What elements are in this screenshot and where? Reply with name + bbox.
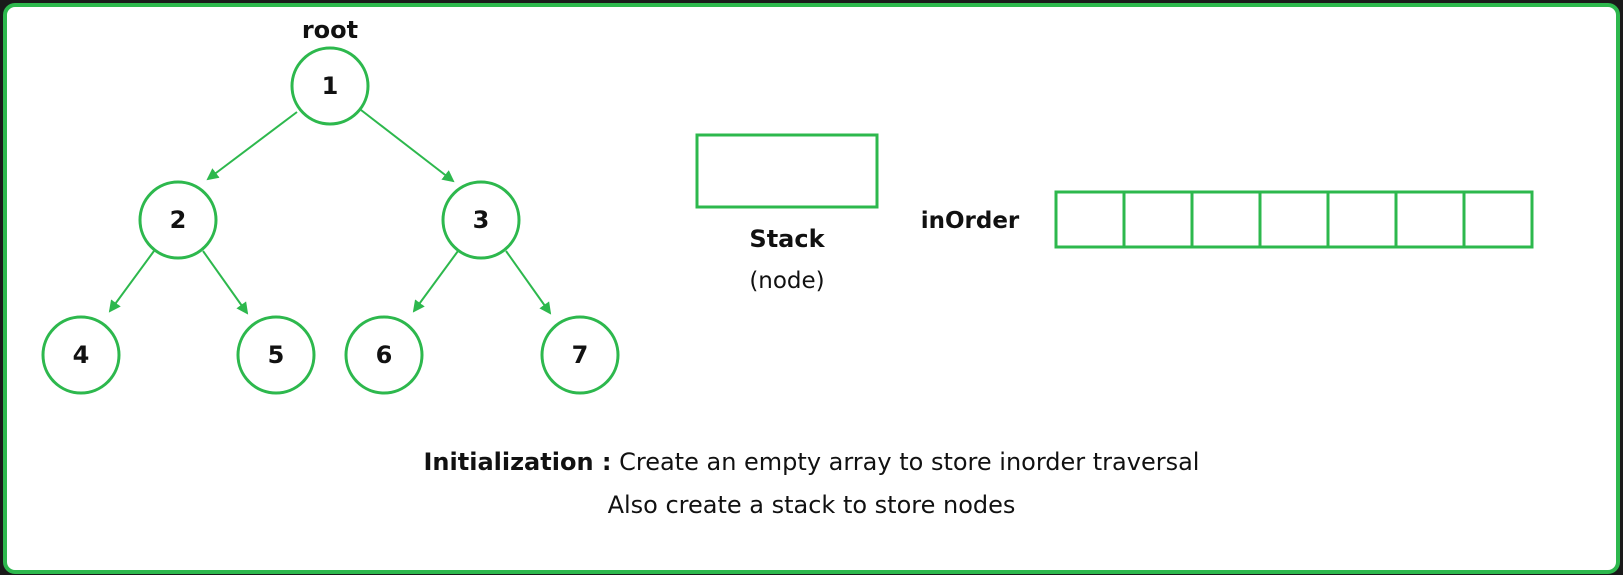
tree-node-label: 2: [170, 206, 187, 234]
inorder-label: inOrder: [921, 208, 1020, 234]
tree-node-label: 3: [473, 206, 490, 234]
diagram-frame: [3, 3, 1620, 574]
caption-text: Create an empty array to store inorder t…: [611, 448, 1200, 476]
edge-3-7: [505, 250, 552, 315]
tree-node-label: 4: [73, 341, 90, 369]
root-label: root: [302, 16, 358, 44]
inorder-cell: [1394, 190, 1466, 249]
caption-line-1: Initialization : Create an empty array t…: [0, 448, 1623, 476]
tree-node-label: 7: [572, 341, 589, 369]
tree-node-4: [41, 315, 121, 395]
inorder-cell: [1190, 190, 1262, 249]
inorder-cell: [1122, 190, 1194, 249]
inorder-cell: [1462, 190, 1534, 249]
inorder-array: [1054, 190, 1534, 249]
tree-node-3: [441, 180, 521, 260]
tree-node-6: [344, 315, 424, 395]
tree-node-7: [540, 315, 620, 395]
edge-3-6: [412, 250, 459, 313]
edge-1-2: [206, 111, 298, 181]
tree-node-2: [138, 180, 218, 260]
inorder-cell: [1326, 190, 1398, 249]
caption-line-2: Also create a stack to store nodes: [607, 491, 1016, 519]
inorder-cell: [1054, 190, 1126, 249]
tree-node-label: 1: [322, 72, 339, 100]
edge-2-4: [108, 250, 155, 313]
inorder-cell: [1258, 190, 1330, 249]
tree-node-label: 6: [376, 341, 393, 369]
tree-node-5: [236, 315, 316, 395]
stack-subtitle: (node): [749, 268, 824, 294]
tree-node-label: 5: [268, 341, 285, 369]
tree-node-1: [290, 46, 370, 126]
edge-1-3: [360, 109, 455, 183]
caption-bold-label: Initialization :: [423, 448, 612, 476]
stack-title: Stack: [749, 225, 825, 253]
edge-2-5: [202, 250, 249, 315]
stack-box: [695, 133, 879, 209]
